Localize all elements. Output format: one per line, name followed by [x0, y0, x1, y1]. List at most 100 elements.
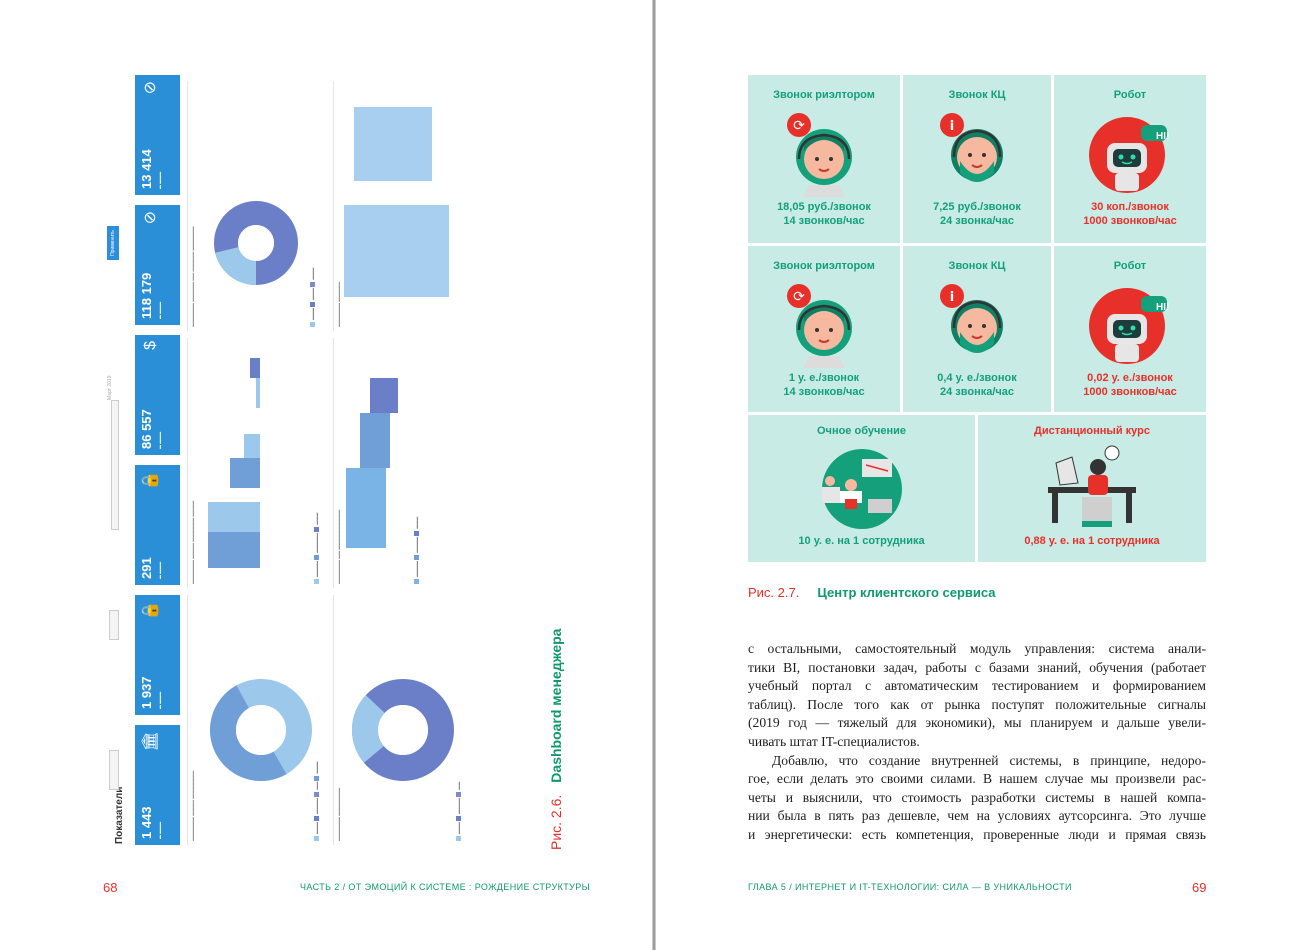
text-line: четы и выяснили, что стоимость разработк… — [748, 789, 1206, 805]
text-line: нии была в пять раз дешевле, чем на усло… — [748, 808, 1206, 824]
cost-per-call: 1 у. е./звонок — [788, 372, 860, 384]
bar — [208, 532, 260, 568]
body-text: с остальными, самостоятельный модуль упр… — [748, 640, 1206, 845]
lock-icon: 🔒 — [142, 601, 159, 621]
kpi-value: 1 937 — [139, 676, 154, 709]
kpi-card[interactable]: 291 ▬ ▬▬▬ 🔒 — [135, 465, 180, 585]
calls-per-hour: 24 звонка/час — [939, 215, 1015, 227]
dashboard-screenshot: Показатели Март 2019 Применить 1 443 ▬ ▬… — [105, 75, 470, 850]
kpi-card[interactable]: 13 414 ▬ ▬▬▬ ⊘ — [135, 75, 180, 195]
kpi-label: ▬ ▬▬▬ — [157, 301, 162, 319]
robot-icon — [1089, 117, 1167, 193]
kpi-card[interactable]: 1 443 ▬ ▬▬▬ 🏛 — [135, 725, 180, 845]
text-line: и энергетически: есть компетенция, прове… — [748, 826, 1206, 842]
donut-panel-2: ▬▬▬▬▬▬ ▬▬▬▬▬▬▬ ▬▬▬ ▬▬▬▬ ▬▬ — [333, 595, 465, 845]
kpi-label: ▬ ▬▬▬ — [157, 821, 162, 839]
cost-per-call: 0,4 у. е./звонок — [937, 372, 1017, 384]
donut-panel-3: ▬▬▬▬▬▬ ▬▬▬▬▬ ▬▬ ▬▬▬▬▬ ▬▬▬▬▬▬ ▬▬▬ ▬▬▬ ▬▬▬ — [187, 81, 325, 331]
calls-per-hour: 24 звонка/час — [939, 386, 1015, 398]
running-head: ЧАСТЬ 2 / ОТ ЭМОЦИЙ К СИСТЕМЕ : РОЖДЕНИЕ… — [300, 882, 591, 892]
female-operator-icon: ⟳ — [787, 113, 852, 197]
column-panel: ▬▬▬▬▬▬ ▬▬▬▬▬ — [333, 81, 465, 331]
kpi-card[interactable]: 1 937 ▬ ▬▬▬ 🔒 — [135, 595, 180, 715]
calls-per-hour: 1000 звонков/час — [1083, 215, 1177, 227]
lock-icon: 🔒 — [142, 471, 159, 491]
cost-cell-realtor-usd: Звонок риэлтором ⟳ 1 у. е./звонок 14 зво… — [748, 246, 900, 412]
calls-per-hour: 14 звонков/час — [783, 386, 865, 398]
filter-select-1[interactable] — [109, 750, 119, 790]
right-page: Звонок риэлтором ⟳ 18,05 руб./звонок 14 … — [656, 0, 1300, 950]
chart-legend: ▬▬▬▬ ▬▬▬▬▬ ▬▬▬ — [314, 513, 320, 584]
bar — [250, 358, 260, 378]
chart-legend: ▬▬▬ ▬▬▬ ▬▬▬ — [310, 268, 316, 327]
cost-cell-realtor: Звонок риэлтором ⟳ 18,05 руб./звонок 14 … — [748, 75, 900, 243]
cost-per-call: 0,02 у. е./звонок — [1087, 372, 1173, 384]
funnel-step — [346, 468, 386, 548]
period-slider[interactable] — [111, 400, 119, 530]
cell-title: Звонок риэлтором — [773, 260, 875, 272]
dashboard-title: Показатели — [114, 786, 125, 844]
cell-title: Звонок риэлтором — [773, 89, 875, 101]
running-head: ГЛАВА 5 / ИНТЕРНЕТ И IT-ТЕХНОЛОГИИ: СИЛА… — [748, 882, 1072, 892]
svg-text:i: i — [950, 119, 954, 134]
chart-legend: ▬▬▬▬ ▬▬▬▬ ▬▬▬ — [414, 517, 420, 584]
kpi-card[interactable]: 86 557 ▬ ▬▬▬ $ — [135, 335, 180, 455]
bar-panel-1: ▬▬▬▬▬▬ ▬▬▬▬ ▬▬▬▬▬▬ ▬▬▬▬ ▬▬▬▬ ▬▬▬▬▬ ▬▬▬ — [187, 338, 325, 588]
cost-per-call: 7,25 руб./звонок — [933, 201, 1021, 213]
kpi-card[interactable]: 118 179 ▬ ▬▬▬ ⊘ — [135, 205, 180, 325]
kpi-value: 291 — [139, 557, 154, 579]
figure-title: Dashboard менеджера — [548, 628, 564, 783]
cell-title: Очное обучение — [817, 425, 906, 437]
panel-title: ▬▬▬▬▬▬ ▬▬▬▬▬▬▬ — [336, 787, 341, 841]
training-cell-remote: Дистанционный курс 0,88 у. е. на 1 сотру… — [978, 415, 1206, 562]
kpi-label: ▬ ▬▬▬ — [157, 691, 162, 709]
filter-select-2[interactable] — [109, 610, 119, 640]
text-line: (2019 год — тяжелый для экономики), мы п… — [748, 715, 1206, 731]
cost-cell-robot-usd: Робот HI! 0,02 у. е./звонок 1000 звонков… — [1054, 246, 1206, 412]
donut-panel-1: ▬▬▬▬▬▬ ▬▬▬▬ ▬▬▬▬▬▬▬ ▬▬▬ ▬▬▬▬ ▬▬ ▬▬▬ — [187, 595, 325, 845]
funnel-step — [360, 413, 390, 468]
donut-chart — [214, 201, 298, 285]
calls-per-hour: 14 звонков/час — [783, 215, 865, 227]
panel-title: ▬▬▬▬▬▬ ▬▬▬▬▬ ▬▬ ▬▬▬▬▬ ▬▬▬▬▬▬ — [190, 226, 195, 327]
figure-caption: Рис. 2.7.Центр клиентского сервиса — [748, 585, 996, 600]
chart-legend: ▬▬▬ ▬▬▬▬ ▬▬ — [456, 782, 462, 841]
male-operator-icon: i — [940, 284, 1003, 353]
no-visibility-icon: ⊘ — [142, 211, 159, 225]
cell-title: Робот — [1113, 260, 1147, 272]
svg-text:i: i — [950, 290, 954, 305]
panel-title: ▬▬▬▬▬▬ ▬▬▬▬ ▬▬▬▬▬▬▬ — [190, 770, 195, 841]
kpi-label: ▬ ▬▬▬ — [157, 561, 162, 579]
male-operator-icon: i — [940, 113, 1003, 182]
bar — [244, 434, 260, 458]
kpi-value: 118 179 — [139, 272, 154, 319]
cell-title: Звонок КЦ — [948, 260, 1006, 272]
bank-icon: 🏛 — [142, 731, 159, 752]
panel-title: ▬▬▬▬▬▬ ▬▬▬▬▬ — [336, 281, 341, 327]
book-gutter — [652, 0, 656, 950]
funnel-panel: ▬▬▬▬▬▬ ▬▬ ▬▬▬▬▬▬▬▬▬▬ ▬▬▬▬ ▬▬▬▬ ▬▬▬ — [333, 338, 465, 588]
apply-button[interactable]: Применить — [107, 226, 119, 260]
kpi-label: ▬ ▬▬▬ — [157, 171, 162, 189]
figure-number: Рис. 2.6. — [548, 794, 564, 850]
left-page: Показатели Март 2019 Применить 1 443 ▬ ▬… — [103, 75, 591, 895]
training-cost: 10 у. е. на 1 сотрудника — [798, 535, 925, 547]
cell-title: Робот — [1113, 89, 1147, 101]
date-label: Март 2019 — [107, 375, 113, 400]
figure-number: Рис. 2.7. — [748, 585, 800, 600]
column-bar — [354, 107, 432, 181]
page-number: 69 — [1192, 880, 1207, 895]
cost-cell-call-center-usd: Звонок КЦ i 0,4 у. е./звонок 24 звонка/ч… — [903, 246, 1051, 412]
funnel-step — [370, 378, 398, 413]
cost-per-call: 18,05 руб./звонок — [777, 201, 871, 213]
kpi-value: 13 414 — [139, 149, 154, 189]
cost-per-call: 30 коп./звонок — [1091, 201, 1169, 213]
page-number: 68 — [103, 880, 118, 895]
text-line: тики BI, постановки задач, работы с база… — [748, 659, 1206, 675]
kpi-value: 86 557 — [139, 409, 154, 449]
cost-cell-robot: Робот HI! 30 коп./звонок 1000 звонков/ча… — [1054, 75, 1206, 243]
robot-icon — [1089, 288, 1167, 364]
text-line: чивать штат IT-специалистов. — [748, 733, 920, 749]
no-visibility-icon: ⊘ — [142, 81, 159, 95]
cost-cell-call-center: Звонок КЦ i 7,25 руб./звонок 24 звонка/ч… — [903, 75, 1051, 243]
